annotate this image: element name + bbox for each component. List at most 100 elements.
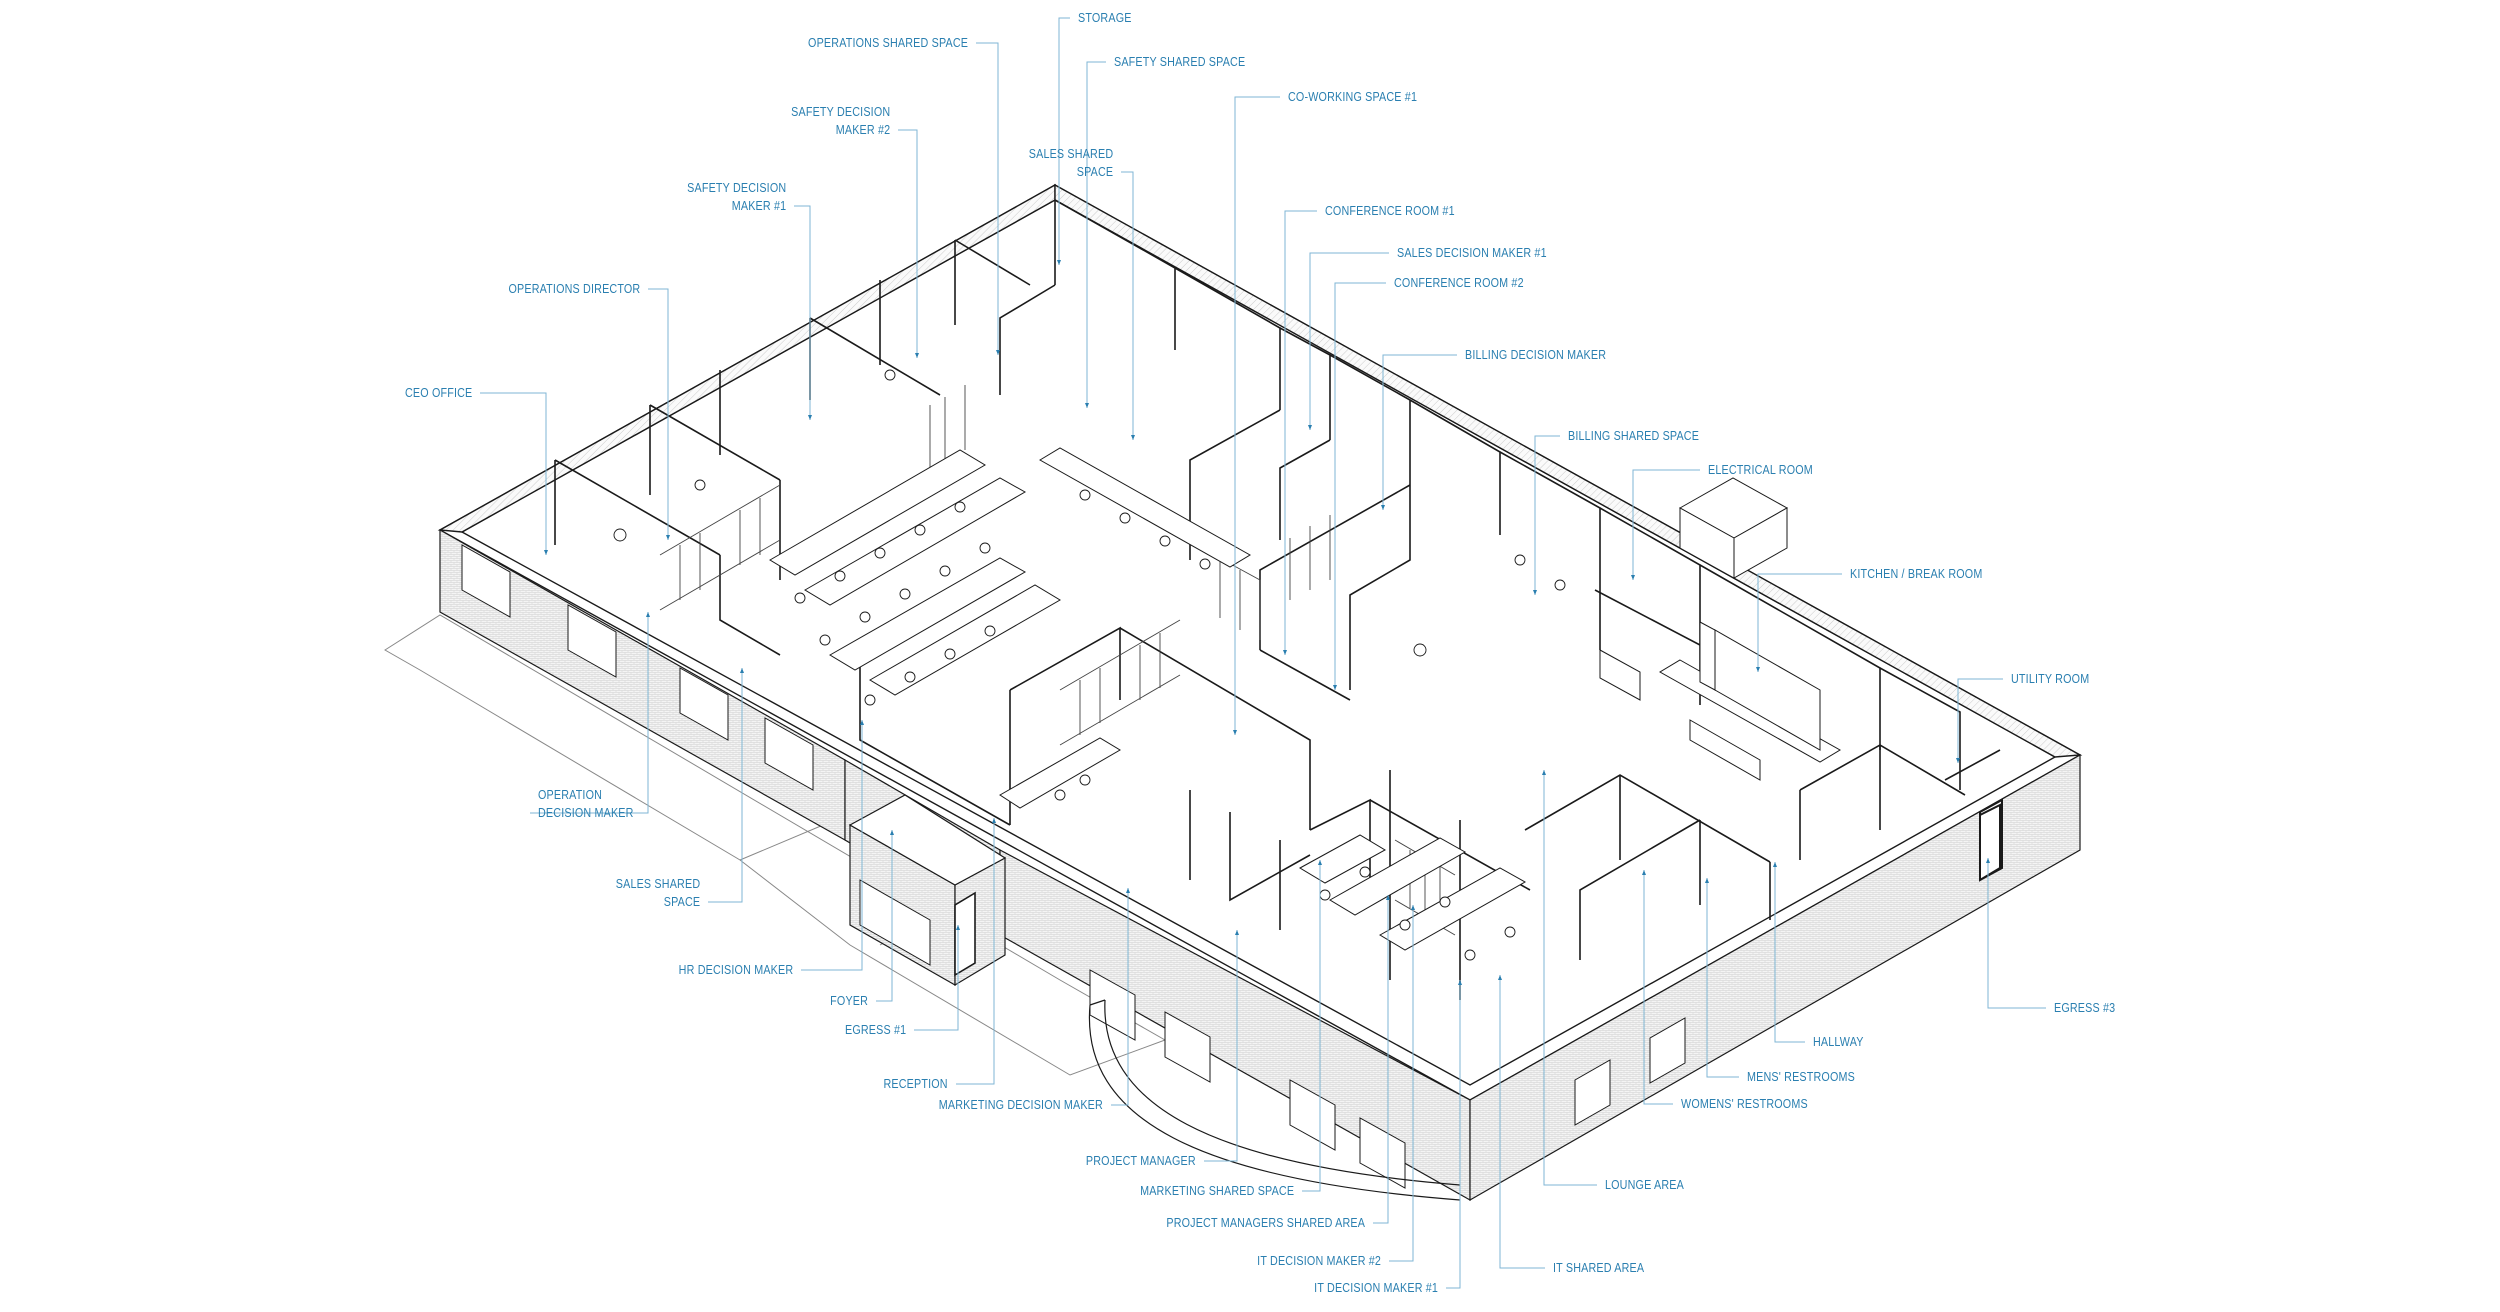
room-label-lounge-area: LOUNGE AREA [1605, 1176, 1684, 1194]
leader-arrow-icon [1411, 905, 1415, 910]
room-label-text: MARKETING SHARED SPACE [1139, 1184, 1294, 1198]
label-leader-lines [480, 17, 2046, 1289]
leader-line-hallway [1774, 862, 1805, 1043]
leader-line-kitchen-break-room [1757, 573, 1842, 672]
curved-planter [1088, 999, 1461, 1201]
room-label-it-decision-maker-1: IT DECISION MAKER #1 [1314, 1279, 1438, 1297]
leader-line-sales-shared-space-bottom [708, 668, 743, 903]
leader-arrow-icon [1381, 505, 1385, 510]
room-label-electrical-room: ELECTRICAL ROOM [1708, 461, 1813, 479]
leader-line-egress-3 [1987, 858, 2046, 1009]
leader-line-billing-shared-space [1534, 435, 1560, 595]
room-label-text: OPERATIONS DIRECTOR [508, 282, 640, 296]
room-label-text: HR DECISION MAKER [678, 963, 793, 977]
leader-arrow-icon [1756, 667, 1760, 672]
room-label-text: SAFETY DECISION [686, 181, 786, 195]
room-label-text: BILLING SHARED SPACE [1568, 429, 1700, 443]
room-label-text: LOUNGE AREA [1605, 1178, 1684, 1192]
room-label-text: KITCHEN / BREAK ROOM [1850, 567, 1983, 581]
room-label-text: CONFERENCE ROOM #1 [1325, 204, 1455, 218]
leader-line-mens-restrooms [1706, 878, 1739, 1078]
room-label-text: PROJECT MANAGERS SHARED AREA [1166, 1216, 1365, 1230]
room-label-text: EGRESS #1 [844, 1023, 906, 1037]
room-label-hr-decision-maker: HR DECISION MAKER [678, 961, 793, 979]
room-label-reception: RECEPTION [884, 1075, 948, 1093]
room-label-conference-room-2: CONFERENCE ROOM #2 [1394, 274, 1524, 292]
leader-arrow-icon [1631, 575, 1635, 580]
room-label-text: EGRESS #3 [2054, 1001, 2116, 1015]
leader-line-project-manager [1204, 930, 1238, 1162]
leader-line-billing-decision-maker [1382, 354, 1457, 510]
room-label-text: UTILITY ROOM [2011, 672, 2090, 686]
room-label-text: PROJECT MANAGER [1086, 1154, 1196, 1168]
room-label-conference-room-1: CONFERENCE ROOM #1 [1325, 202, 1455, 220]
room-label-text: ELECTRICAL ROOM [1708, 463, 1813, 477]
room-label-utility-room: UTILITY ROOM [2011, 670, 2089, 688]
leader-arrow-icon [915, 353, 919, 358]
room-label-text: RECEPTION [883, 1077, 948, 1091]
room-label-it-shared-area: IT SHARED AREA [1553, 1259, 1644, 1277]
leader-line-safety-shared-space [1086, 61, 1106, 408]
room-label-foyer: FOYER [830, 992, 868, 1010]
leader-arrow-icon [740, 668, 744, 673]
leader-line-ceo-office [480, 392, 547, 555]
leader-line-marketing-shared-space [1302, 860, 1321, 1192]
room-label-text: MAKER #2 [835, 123, 890, 137]
leader-line-sales-shared-space-top [1121, 171, 1134, 440]
leader-line-safety-decision-maker-2 [898, 129, 918, 358]
leader-arrow-icon [1773, 862, 1777, 867]
room-label-marketing-decision-maker: MARKETING DECISION MAKER [939, 1096, 1103, 1114]
room-label-text: SALES SHARED [615, 877, 700, 891]
leader-line-safety-decision-maker-1 [794, 205, 811, 420]
leader-arrow-icon [1333, 685, 1337, 690]
leader-line-electrical-room [1632, 469, 1700, 580]
room-label-text: SAFETY SHARED SPACE [1114, 55, 1246, 69]
leader-line-it-decision-maker-1 [1446, 980, 1461, 1289]
leader-line-womens-restrooms [1643, 870, 1673, 1105]
leader-arrow-icon [1642, 870, 1646, 875]
leader-line-it-shared-area [1499, 975, 1545, 1269]
leader-line-hr-decision-maker [801, 720, 863, 971]
leader-line-project-managers-shared-area [1373, 895, 1389, 1224]
leader-line-sales-decision-maker-1 [1309, 252, 1389, 430]
room-label-text: BILLING DECISION MAKER [1465, 348, 1607, 362]
leader-arrow-icon [1057, 260, 1061, 265]
room-label-operations-shared-space: OPERATIONS SHARED SPACE [808, 34, 968, 52]
leader-arrow-icon [808, 415, 812, 420]
room-label-text: IT DECISION MAKER #2 [1257, 1254, 1381, 1268]
leader-line-operation-decision-maker [530, 612, 649, 814]
room-label-text: STORAGE [1078, 11, 1132, 25]
room-label-text: IT SHARED AREA [1553, 1261, 1645, 1275]
leader-line-operations-shared-space [976, 42, 999, 355]
leader-arrow-icon [1233, 730, 1237, 735]
leader-arrow-icon [1318, 860, 1322, 865]
leader-line-storage [1058, 17, 1070, 265]
room-label-project-manager: PROJECT MANAGER [1086, 1152, 1196, 1170]
leader-arrow-icon [1705, 878, 1709, 883]
leader-arrow-icon [1458, 980, 1462, 985]
leader-arrow-icon [1308, 425, 1312, 430]
leader-line-it-decision-maker-2 [1389, 905, 1414, 1262]
room-label-marketing-shared-space: MARKETING SHARED SPACE [1140, 1182, 1294, 1200]
leader-arrow-icon [860, 720, 864, 725]
leader-line-reception [956, 818, 995, 1085]
leader-arrow-icon [1956, 758, 1960, 763]
room-label-hallway: HALLWAY [1813, 1033, 1864, 1051]
leader-line-utility-room [1957, 678, 2003, 763]
room-label-sales-decision-maker-1: SALES DECISION MAKER #1 [1397, 244, 1547, 262]
room-label-egress-1: EGRESS #1 [845, 1021, 906, 1039]
room-label-co-working-space-1: CO-WORKING SPACE #1 [1288, 88, 1417, 106]
leader-arrow-icon [666, 535, 670, 540]
leader-line-marketing-decision-maker [1111, 888, 1129, 1106]
room-label-safety-shared-space: SAFETY SHARED SPACE [1114, 53, 1245, 71]
room-label-billing-decision-maker: BILLING DECISION MAKER [1465, 346, 1606, 364]
leader-line-conference-room-2 [1334, 282, 1386, 690]
room-label-text: SPACE [663, 895, 700, 909]
office-chairs [613, 369, 1566, 961]
leader-line-egress-1 [914, 925, 959, 1031]
room-label-kitchen-break-room: KITCHEN / BREAK ROOM [1850, 565, 1982, 583]
leader-arrow-icon [1498, 975, 1502, 980]
